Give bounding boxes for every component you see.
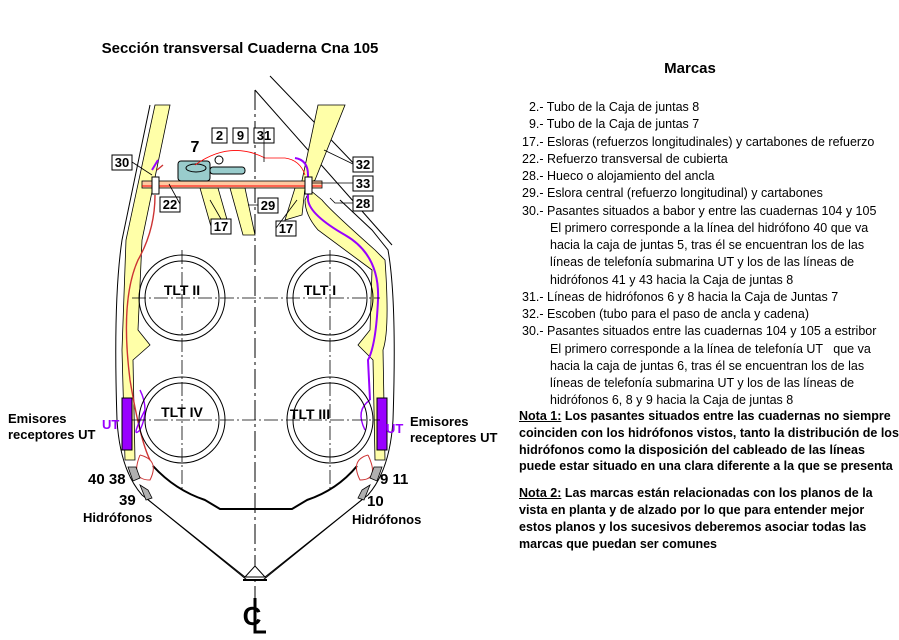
windlass-7 — [177, 160, 246, 182]
ut-label-left: UT — [102, 417, 119, 432]
legend-item: 30.- Pasantes situados a babor y entre l… — [522, 203, 877, 218]
emitters-right-line2: receptores UT — [410, 430, 497, 445]
hydrophones — [127, 466, 383, 501]
mark-labels: 7 2 9 31 30 22 17 29 17 32 33 28 — [111, 127, 374, 237]
note-1-text: Los pasantes situados entre las cuaderna… — [519, 409, 899, 474]
emitters-right-line1: Emisores — [410, 414, 469, 429]
mark-32: 32 — [356, 157, 370, 172]
centerline-c: C — [243, 601, 262, 631]
hydrophones-right-top: 9 11 — [380, 471, 408, 488]
legend-title: Marcas — [664, 60, 716, 77]
legend-item-continuation: líneas de telefonía submarina UT y los d… — [550, 376, 855, 390]
legend-item: 32.- Escoben (tubo para el paso de ancla… — [522, 307, 809, 321]
hydrophones-right-label: Hidrófonos — [352, 512, 421, 527]
legend-item: 31.- Líneas de hidrófonos 6 y 8 hacia la… — [522, 289, 839, 304]
legend-item: 9.- Tubo de la Caja de juntas 7 — [522, 117, 700, 132]
legend-item-continuation: líneas de telefonía submarina UT y los d… — [550, 255, 855, 270]
legend-item-continuation: hidrófonos 41 y 43 hacia la Caja de junt… — [550, 272, 794, 287]
bracket-17-right — [284, 187, 306, 221]
mark-28: 28 — [356, 196, 370, 211]
tank-tlt-i: TLT I — [304, 282, 336, 298]
tanks — [132, 250, 380, 490]
emitters-left-line2: receptores UT — [8, 427, 95, 442]
diagram-title: Sección transversal Cuaderna Cna 105 — [102, 40, 379, 57]
legend-item-continuation: hidrófonos 6, 8 y 9 hacia la Caja de jun… — [550, 393, 794, 408]
mark-9: 9 — [237, 128, 244, 143]
mark-7: 7 — [191, 139, 200, 156]
ut-label-right: UT — [386, 421, 403, 436]
centerline-symbol: C — [243, 598, 266, 634]
legend-item-continuation: hacia la caja de juntas 6, tras él se en… — [550, 358, 865, 373]
tank-tlt-iii: TLT III — [290, 406, 330, 422]
legend-item: 17.- Esloras (refuerzos longitudinales) … — [522, 134, 875, 149]
tank-tlt-iv: TLT IV — [161, 404, 203, 420]
note-1: Nota 1: Los pasantes situados entre las … — [519, 408, 899, 475]
legend-item-continuation: hacia la caja de juntas 5, tras él se en… — [550, 238, 865, 252]
deck-beam — [141, 180, 323, 189]
legend-item-continuation: El primero corresponde a la línea del hi… — [550, 220, 869, 235]
notes: Nota 1: Los pasantes situados entre las … — [519, 408, 899, 562]
note-1-label: Nota 1: — [519, 409, 562, 423]
ut-emitter-left — [121, 397, 133, 451]
emitters-left-line1: Emisores — [8, 411, 67, 426]
hydrophones-right-bottom: 10 — [367, 493, 384, 510]
pass-through-left — [151, 176, 160, 195]
hydrophones-left-bottom: 39 — [119, 492, 136, 509]
tube-2-icon — [214, 155, 224, 165]
mark-29: 29 — [261, 198, 275, 213]
legend-item-continuation: El primero corresponde a la línea de tel… — [550, 341, 871, 356]
pass-through-right — [304, 176, 313, 195]
hydrophones-left-label: Hidrófonos — [83, 510, 152, 525]
mark-17-right: 17 — [279, 221, 293, 236]
legend-item: 22.- Refuerzo transversal de cubierta — [522, 151, 728, 166]
mark-17-left: 17 — [214, 219, 228, 234]
mark-30: 30 — [115, 155, 129, 170]
mark-22: 22 — [163, 197, 177, 212]
legend-item: 28.- Hueco o alojamiento del ancla — [522, 169, 715, 183]
legend-list: 2.- Tubo de la Caja de juntas 8 9.- Tubo… — [522, 99, 876, 410]
bracket-29 — [229, 187, 256, 236]
tank-tlt-ii: TLT II — [164, 282, 200, 298]
note-2-label: Nota 2: — [519, 486, 562, 501]
note-2-text: Las marcas están relacionadas con los pl… — [519, 486, 873, 551]
hydrophones-left-top: 40 38 — [88, 471, 126, 488]
cables — [125, 150, 380, 481]
note-2: Nota 2: Las marcas están relacionadas co… — [519, 485, 899, 552]
mark-33: 33 — [356, 176, 370, 191]
legend-item: 30.- Pasantes situados entre las cuadern… — [522, 324, 877, 339]
legend-item: 2.- Tubo de la Caja de juntas 8 — [522, 100, 700, 114]
mark-2: 2 — [216, 128, 223, 143]
ut-emitter-right — [376, 397, 388, 451]
legend-item: 29.- Eslora central (refuerzo longitudin… — [522, 186, 823, 201]
